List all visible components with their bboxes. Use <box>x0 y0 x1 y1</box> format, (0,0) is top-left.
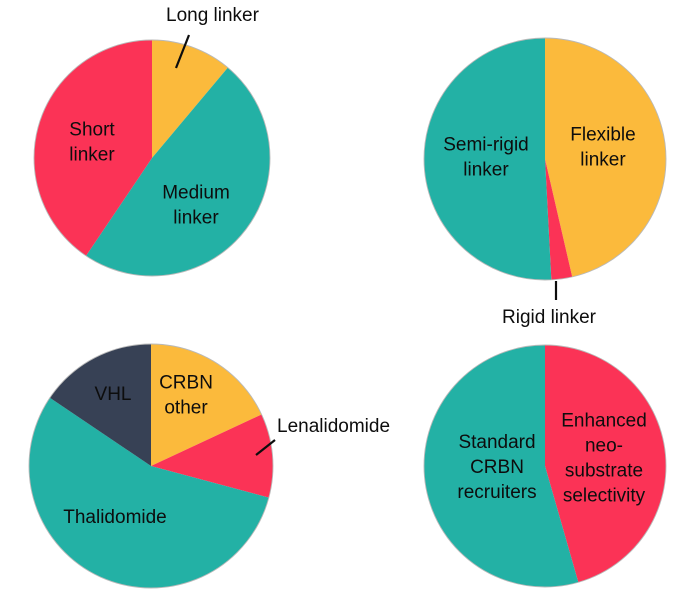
pie-slice[interactable] <box>152 40 228 158</box>
slice-label-thalidomide: Thalidomide <box>63 507 167 528</box>
pie-slice[interactable] <box>86 67 271 277</box>
pie-slices-layer <box>28 37 667 589</box>
pie-slice[interactable] <box>545 159 573 280</box>
pie-linker-length <box>33 39 271 277</box>
pie-slice[interactable] <box>33 40 152 256</box>
pie-slice[interactable] <box>29 397 269 588</box>
pie-slice[interactable] <box>423 38 552 280</box>
pie-linker-rigidity <box>423 37 667 281</box>
pie-slice[interactable] <box>151 414 274 498</box>
pie-outline <box>33 39 271 277</box>
pie-outline <box>28 343 274 589</box>
pie-slice[interactable] <box>545 345 667 583</box>
slice-label-vhl: VHL <box>95 384 132 405</box>
callout-label-long-linker: Long linker <box>166 5 260 26</box>
callout-label-rigid-linker: Rigid linker <box>502 307 597 328</box>
pie-slice[interactable] <box>424 344 579 587</box>
callout-leader-line-long-linker <box>174 34 191 69</box>
pie-slice[interactable] <box>49 344 151 466</box>
callout-label-lenalidomide: Lenalidomide <box>277 416 390 437</box>
pie-slice[interactable] <box>151 344 262 466</box>
pie-outline <box>423 37 667 281</box>
pie-outline <box>423 344 667 588</box>
pie-slice[interactable] <box>545 38 666 277</box>
pie-e3-ligase-ligand <box>28 343 274 589</box>
callout-leader-line-lenalidomide <box>255 439 276 456</box>
pie-crbn-selectivity <box>423 344 667 588</box>
